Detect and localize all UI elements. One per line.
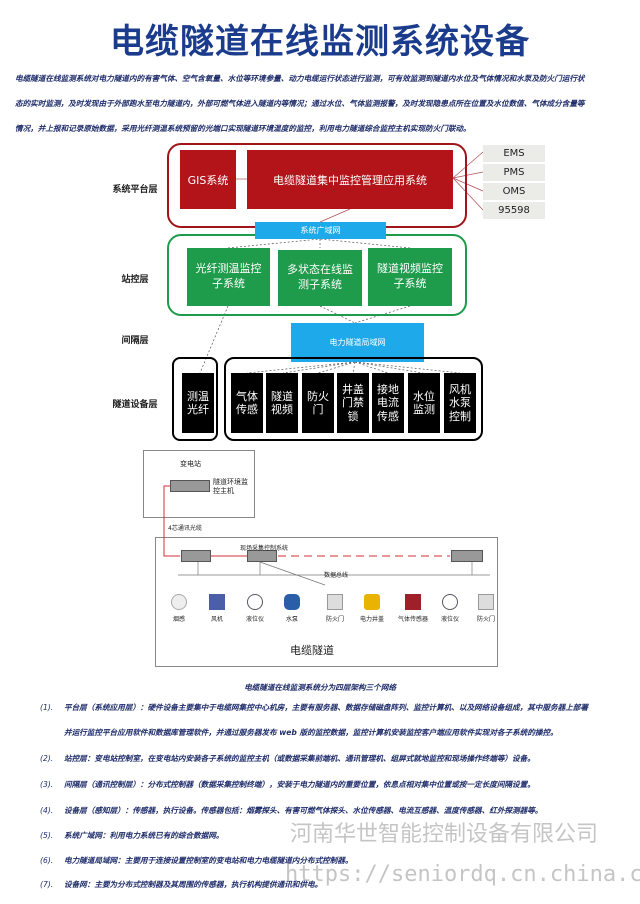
substation-box: [143, 450, 255, 518]
gas-sensor-icon: [405, 594, 421, 610]
list-item: (2).站控层：变电站控制室，在变电站内安装各子系统的监控主机（或数据采集前端机…: [40, 754, 535, 763]
sensor-pump: 水泵: [272, 594, 312, 623]
tunnel-box: [155, 537, 498, 667]
ext-system-pms: PMS: [483, 164, 545, 181]
list-item: (1).平台层（系统应用层）：硬件设备主要集中于电缆网集控中心机房，主要有服务器…: [40, 703, 588, 712]
sensor-label: 气体传感器: [397, 616, 428, 623]
list-item: (5).系统广域网：利用电力系统已有的综合数据网。: [40, 831, 224, 840]
sensor-label: 电力井盖: [359, 616, 384, 623]
sensor-fan: 风机: [197, 594, 237, 623]
intro-line: 情况，并上报和记录原始数据，采用光纤测温系统预留的光端口实现隧道环境温度的监控，…: [15, 124, 471, 133]
layer-label-station: 站控层: [121, 275, 149, 285]
device-firedoor: 防火门: [302, 373, 334, 433]
tunnel-label: 电缆隧道: [290, 644, 334, 657]
watermark-url: https://seniordq.cn.china.cn: [285, 862, 640, 887]
controller-icon: [247, 550, 277, 562]
intro-line: 态的实时监测，及时发现由于外部跑水至电力隧道内，外部可燃气体进入隧道内等情况；通…: [15, 99, 585, 108]
list-item: (6).电力隧道局域网：主要用于连接设置控制室的变电站和电力电缆隧道内分布式控制…: [40, 856, 353, 865]
field-system-label: 现场采集控制系统: [240, 545, 289, 552]
host-label: 隧道环境监控主机: [213, 478, 248, 496]
controller-icon: [181, 550, 211, 562]
device-ground-current: 接地电流传感: [372, 373, 404, 433]
fiber-container: [172, 357, 218, 441]
device-container: [224, 357, 483, 441]
device-manhole-lock: 井盖门禁锁: [337, 373, 369, 433]
ext-system-ems: EMS: [483, 145, 545, 162]
fan-icon: [209, 594, 225, 610]
layer-label-device: 隧道设备层: [112, 400, 158, 410]
fiber-temp-subsystem: 光纤测温监控子系统: [187, 248, 270, 306]
list-item: 并运行监控平台应用软件和数据库管理软件，并通过服务器发布 web 版的监控数据，…: [64, 728, 558, 737]
sensor-label: 液位仪: [440, 616, 459, 623]
gis-system-box: GIS系统: [180, 150, 236, 209]
layer-label-platform: 系统平台层: [112, 185, 158, 195]
device-gas: 气体传感: [231, 373, 263, 433]
system-wan-bar: 系统广域网: [255, 222, 386, 239]
level-meter-icon: [247, 594, 263, 610]
diagram-caption: 电缆隧道在线监测系统分为四层架构三个网络: [244, 683, 396, 692]
layer-label-bay: 间隔层: [121, 336, 149, 346]
level-meter-icon: [442, 594, 458, 610]
video-subsystem: 隧道视频监控子系统: [368, 248, 452, 306]
firedoor-icon: [478, 594, 494, 610]
sensor-label: 烟感: [172, 616, 185, 623]
pump-icon: [284, 594, 300, 610]
device-water-level: 水位监测: [408, 373, 440, 433]
connector-lines: [199, 151, 484, 374]
watermark-company: 河南华世智能控制设备有限公司: [290, 822, 599, 847]
data-bus-label: 数据总线: [324, 572, 349, 579]
sensor-firedoor: 防火门: [466, 594, 506, 623]
topology-lines: [163, 485, 490, 586]
sensor-label: 防火门: [476, 616, 495, 623]
device-fan-pump: 风机水泵控制: [444, 373, 476, 433]
smoke-detector-icon: [171, 594, 187, 610]
manhole-icon: [364, 594, 380, 610]
ext-system-95598: 95598: [483, 202, 545, 219]
page-title: 电缆隧道在线监测系统设备: [110, 22, 530, 62]
temp-fiber-box: 测温光纤: [182, 373, 214, 433]
list-item: (3).间隔层（通讯控制层）：分布式控制器（数据采集控制终端），安装于电力隧道内…: [40, 780, 535, 789]
sensor-label: 水泵: [285, 616, 298, 623]
firedoor-icon: [327, 594, 343, 610]
cable-label: 4芯通讯光缆: [168, 525, 202, 532]
tunnel-lan-bar: 电力隧道局域网: [291, 323, 424, 362]
sensor-label: 液位仪: [245, 616, 264, 623]
sensor-smoke: 烟感: [159, 594, 199, 623]
sensor-label: 风机: [210, 616, 223, 623]
host-server-icon: [170, 480, 210, 492]
ext-system-oms: OMS: [483, 183, 545, 200]
multi-state-subsystem: 多状态在线监测子系统: [278, 250, 362, 306]
controller-icon: [451, 550, 483, 562]
sensor-gas: 气体传感器: [393, 594, 433, 623]
intro-line: 电缆隧道在线监测系统对电力隧道内的有害气体、空气含氧量、水位等环境参量、动力电缆…: [15, 74, 585, 83]
sensor-level: 液位仪: [235, 594, 275, 623]
sensor-label: 防火门: [325, 616, 344, 623]
central-monitoring-system-box: 电缆隧道集中监控管理应用系统: [247, 150, 453, 209]
device-video: 隧道视频: [266, 373, 298, 433]
sensor-level: 液位仪: [430, 594, 470, 623]
list-item: (4).设备层（感知层）：传感器，执行设备。传感器包括：烟雾探头、有害可燃气体探…: [40, 806, 543, 815]
sensor-firedoor: 防火门: [315, 594, 355, 623]
substation-label: 变电站: [180, 460, 201, 468]
list-item: (7).设备网：主要为分布式控制器及其周围的传感器，执行机构提供通讯和供电。: [40, 880, 323, 889]
sensor-manhole: 电力井盖: [352, 594, 392, 623]
